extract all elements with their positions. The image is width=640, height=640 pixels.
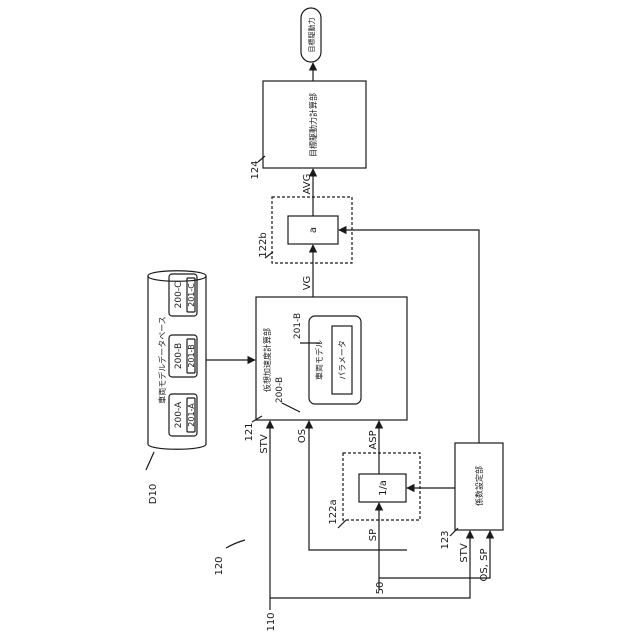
signal-os-sp: OS, SP — [479, 549, 490, 582]
db-model-id-A: 200-A — [174, 401, 184, 428]
input-110: 110 — [266, 612, 277, 631]
calc-ref: 121 — [244, 422, 255, 441]
output-title: 目標駆動力 — [307, 18, 316, 53]
calc-param-ref: 201-B — [293, 313, 303, 339]
gain-a-ref: 122b — [258, 232, 269, 257]
arrow-os — [309, 421, 407, 550]
setting-ref: 123 — [440, 530, 451, 549]
db-title: 車両モデルデータベース — [157, 316, 167, 404]
db-param-id-A: 201-A — [187, 403, 196, 427]
calc-model-title: 車両モデル — [314, 340, 324, 380]
db-model-id-B: 200-B — [174, 343, 184, 369]
signal-vg: VG — [302, 276, 313, 291]
leader-122a — [338, 520, 346, 528]
leader-d10 — [146, 452, 154, 470]
leader-120 — [226, 540, 245, 548]
arrow-ossp-to-setting — [379, 531, 490, 578]
leader-121 — [252, 416, 262, 422]
drive-title: 目標駆動力計算部 — [308, 93, 318, 157]
gain-inv-ref: 122a — [328, 499, 339, 524]
figure-ref: 120 — [214, 556, 225, 575]
leader-200b — [282, 403, 300, 412]
signal-stv-setting: STV — [459, 543, 470, 562]
arrow-setting-to-gain — [339, 230, 479, 443]
signal-os: OS — [297, 429, 308, 443]
leader-123 — [450, 528, 458, 536]
calc-model-ref: 200-B — [275, 377, 285, 403]
calc-title: 仮想加速度計算部 — [262, 328, 272, 392]
gain-a-label: a — [308, 227, 319, 233]
drive-ref: 124 — [250, 160, 261, 179]
db-param-id-B: 201-B — [187, 344, 196, 367]
signal-sp: SP — [368, 529, 379, 541]
db-model-id-C: 200-C — [174, 282, 184, 309]
db-ref: D10 — [148, 484, 159, 504]
gain-inv-label: 1/a — [378, 480, 389, 496]
db-param-id-C: 201-C — [187, 283, 196, 307]
signal-stv: STV — [259, 434, 270, 453]
calc-param-title: パラメータ — [338, 340, 347, 380]
setting-title: 係数設定部 — [474, 466, 484, 506]
input-50: 50 — [375, 582, 386, 595]
signal-asp: ASP — [368, 430, 379, 449]
signal-avg: AVG — [302, 174, 313, 195]
